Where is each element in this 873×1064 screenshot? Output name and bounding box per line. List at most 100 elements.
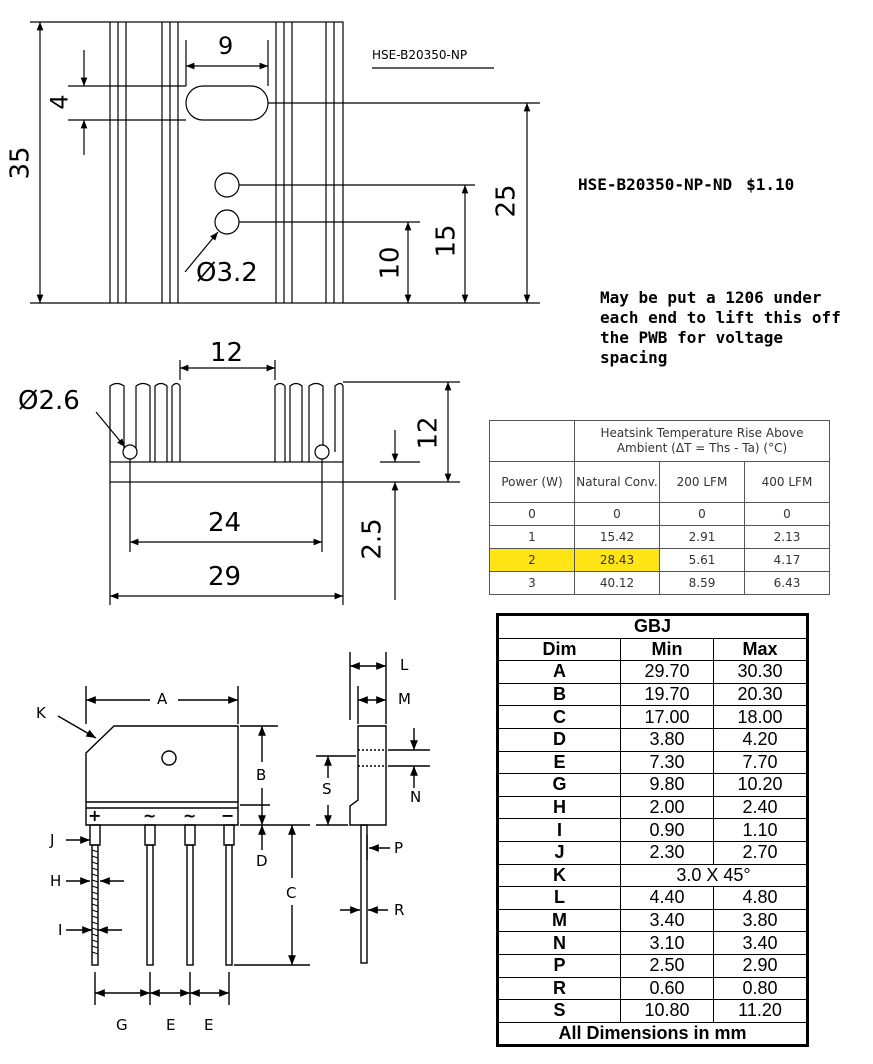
label-K: K [36,704,46,722]
min-cell: 17.00 [620,705,714,729]
table-row: 3 40.12 8.59 6.43 [489,571,830,595]
label-D: D [256,852,268,870]
min-cell: 29.70 [620,660,714,684]
min-cell: 2.30 [620,840,714,865]
label-N: N [410,788,422,806]
dim-cell: H [497,795,621,820]
dim-gap-12: 12 [210,338,244,368]
min-cell: 4.40 [620,886,714,910]
cell: 0 [744,502,830,526]
max-cell: 0.80 [713,976,808,1001]
dim-cell: M [497,908,621,933]
note-line: each end to lift this off [600,308,841,327]
note-line: spacing [600,348,668,367]
max-cell: 18.00 [713,705,808,729]
cell: 1 [489,525,575,549]
gbj-package-front [57,686,310,1005]
dim-cell: D [497,727,621,752]
dim-cell: C [497,705,621,729]
dim-height-12: 12 [413,416,444,450]
value-cell: 3.0 X 45° [620,863,808,888]
model-tag: HSE-B20350-NP [372,48,468,62]
min-cell: 19.70 [620,682,714,707]
dim-slot-width: 9 [218,32,234,60]
dim-height-15: 15 [431,224,462,258]
gbj-package-side [316,652,430,964]
dim-cell: P [497,953,621,978]
price: $1.10 [746,175,795,194]
dim-height-10: 10 [375,246,406,280]
max-cell: 2.40 [713,795,808,820]
label-P: P [394,839,404,857]
table-row-highlighted: 2 28.43 5.61 4.17 [489,548,830,572]
spacing-note: May be put a 1206 under each end to lift… [600,288,841,368]
min-cell: 2.50 [620,953,714,978]
max-cell: 11.20 [713,999,808,1023]
cell: 5.61 [659,548,745,572]
heatsink-end-view [95,360,460,605]
dim-cell: J [497,840,621,865]
table-row: 0 0 0 0 [489,502,830,526]
dim-slot-height: 4 [45,94,74,110]
min-cell: 9.80 [620,773,714,797]
dim-cell: N [497,931,621,955]
pin-mark-minus: − [221,806,235,825]
dim-height-35: 35 [5,146,36,180]
max-cell: 3.40 [713,931,808,955]
max-cell: 7.70 [713,750,808,775]
pin-mark-plus: + [88,806,102,825]
label-C: C [286,884,297,902]
cell: 8.59 [659,571,745,595]
part-price-line: HSE-B20350-NP-ND$1.10 [578,175,794,194]
dim-cell: R [497,976,621,1001]
max-cell: 2.90 [713,953,808,978]
max-cell: 3.80 [713,908,808,933]
min-cell: 10.80 [620,999,714,1023]
max-cell: 10.20 [713,773,808,797]
max-cell: 20.30 [713,682,808,707]
cell: 0 [489,502,575,526]
cell: 4.17 [744,548,830,572]
min-cell: 3.10 [620,931,714,955]
cell: 0 [659,502,745,526]
label-B: B [256,766,267,784]
col-header: 400 LFM [744,461,830,503]
label-M: M [398,690,411,708]
max-cell: 4.20 [713,727,808,752]
label-I: I [58,921,63,939]
dim-hole-dia: Ø3.2 [196,258,258,288]
pin-mark-ac2: ~ [183,806,197,825]
dim-cell: S [497,999,621,1023]
empty-corner [489,420,575,462]
label-E1: E [166,1016,176,1034]
col-header-min: Min [620,637,714,662]
col-header: Power (W) [489,461,575,503]
max-cell: 2.70 [713,840,808,865]
dim-cell: E [497,750,621,775]
table-row: 1 15.42 2.91 2.13 [489,525,830,549]
dim-fin-dia: Ø2.6 [18,386,80,416]
dim-cell: K [497,863,621,888]
min-cell: 3.80 [620,727,714,752]
heatsink-front-view [30,21,540,304]
dim-cell: G [497,773,621,797]
label-R: R [394,901,405,919]
lead-hatching [91,849,99,955]
gbj-footer: All Dimensions in mm [497,1021,808,1047]
dim-height-25: 25 [491,184,522,218]
